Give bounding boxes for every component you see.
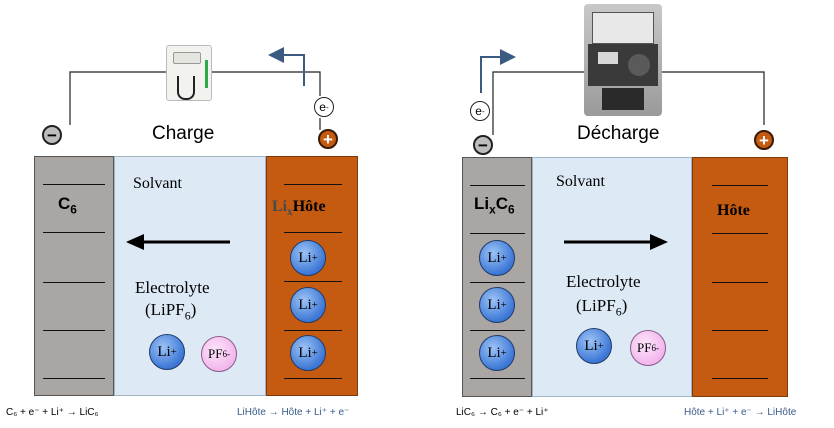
right-salt-label: (LiPF6) xyxy=(576,296,628,319)
left-electron-symbol: e- xyxy=(314,97,334,117)
cathode-layer-line xyxy=(712,185,768,186)
right-cathode-equation: Hôte + Li⁺ + e⁻ → LiHôte xyxy=(684,407,797,418)
li-ion: Li+ xyxy=(479,287,515,323)
left-solvent-label: Solvant xyxy=(133,175,182,192)
anode-layer-line xyxy=(470,330,525,331)
left-electrolyte-label: Electrolyte xyxy=(135,278,210,297)
anode-layer-line xyxy=(43,184,105,185)
electric-motor-icon xyxy=(584,4,662,116)
right-solvent-label: Solvant xyxy=(556,173,605,190)
anode-layer-line xyxy=(43,232,105,233)
anode-layer-line xyxy=(470,185,525,186)
li-ion: Li+ xyxy=(290,335,326,371)
charge-title: Charge xyxy=(152,123,215,144)
left-positive-terminal-icon: + xyxy=(318,129,338,149)
li-ion: Li+ xyxy=(290,240,326,276)
right-ion-flow-arrow xyxy=(564,234,668,250)
discharge-title: Décharge xyxy=(577,123,660,144)
li-ion: Li+ xyxy=(479,335,515,371)
cathode-layer-line xyxy=(284,330,342,331)
li-ion: Li+ xyxy=(576,328,612,364)
cathode-layer-line xyxy=(284,184,342,185)
left-electrolyte xyxy=(114,156,266,396)
cathode-layer-line xyxy=(712,330,768,331)
li-ion: Li+ xyxy=(479,240,515,276)
right-anode-equation: LiC₆ → C₆ + e⁻ + Li⁺ xyxy=(456,407,549,418)
left-salt-label: (LiPF6) xyxy=(145,300,197,323)
charger-icon xyxy=(166,45,212,101)
right-positive-terminal-icon: + xyxy=(754,130,774,150)
right-negative-terminal-icon: − xyxy=(473,135,493,155)
anode-layer-line xyxy=(43,330,105,331)
anode-layer-line xyxy=(470,378,525,379)
right-electron-symbol: e- xyxy=(470,101,490,121)
left-cathode-label: LixHôte xyxy=(272,198,326,219)
cathode-layer-line xyxy=(712,378,768,379)
anode-layer-line xyxy=(43,378,105,379)
right-cathode-host xyxy=(692,157,788,397)
cathode-layer-line xyxy=(284,378,342,379)
cathode-layer-line xyxy=(712,233,768,234)
left-ion-flow-arrow xyxy=(126,234,230,250)
right-electrolyte xyxy=(532,157,692,397)
right-anode-label: LixC6 xyxy=(474,194,515,217)
cathode-layer-line xyxy=(284,281,342,282)
cathode-layer-line xyxy=(284,232,342,233)
left-negative-terminal-icon: − xyxy=(42,125,62,145)
left-electron-flow-arrow xyxy=(268,47,305,86)
anode-layer-line xyxy=(470,233,525,234)
right-cathode-label: Hôte xyxy=(717,202,750,219)
left-anode-graphite xyxy=(34,156,114,396)
cathode-layer-line xyxy=(712,282,768,283)
anode-layer-line xyxy=(43,282,105,283)
li-ion: Li+ xyxy=(290,287,326,323)
left-cathode-equation: LiHôte → Hôte + Li⁺ + e⁻ xyxy=(237,407,350,418)
right-electrolyte-label: Electrolyte xyxy=(566,272,641,291)
li-ion: Li+ xyxy=(149,334,185,370)
right-electron-flow-arrow xyxy=(480,49,516,93)
anode-layer-line xyxy=(470,282,525,283)
left-anode-label: C6 xyxy=(58,194,77,217)
left-anode-equation: C₆ + e⁻ + Li⁺ → LiC₆ xyxy=(6,407,99,418)
